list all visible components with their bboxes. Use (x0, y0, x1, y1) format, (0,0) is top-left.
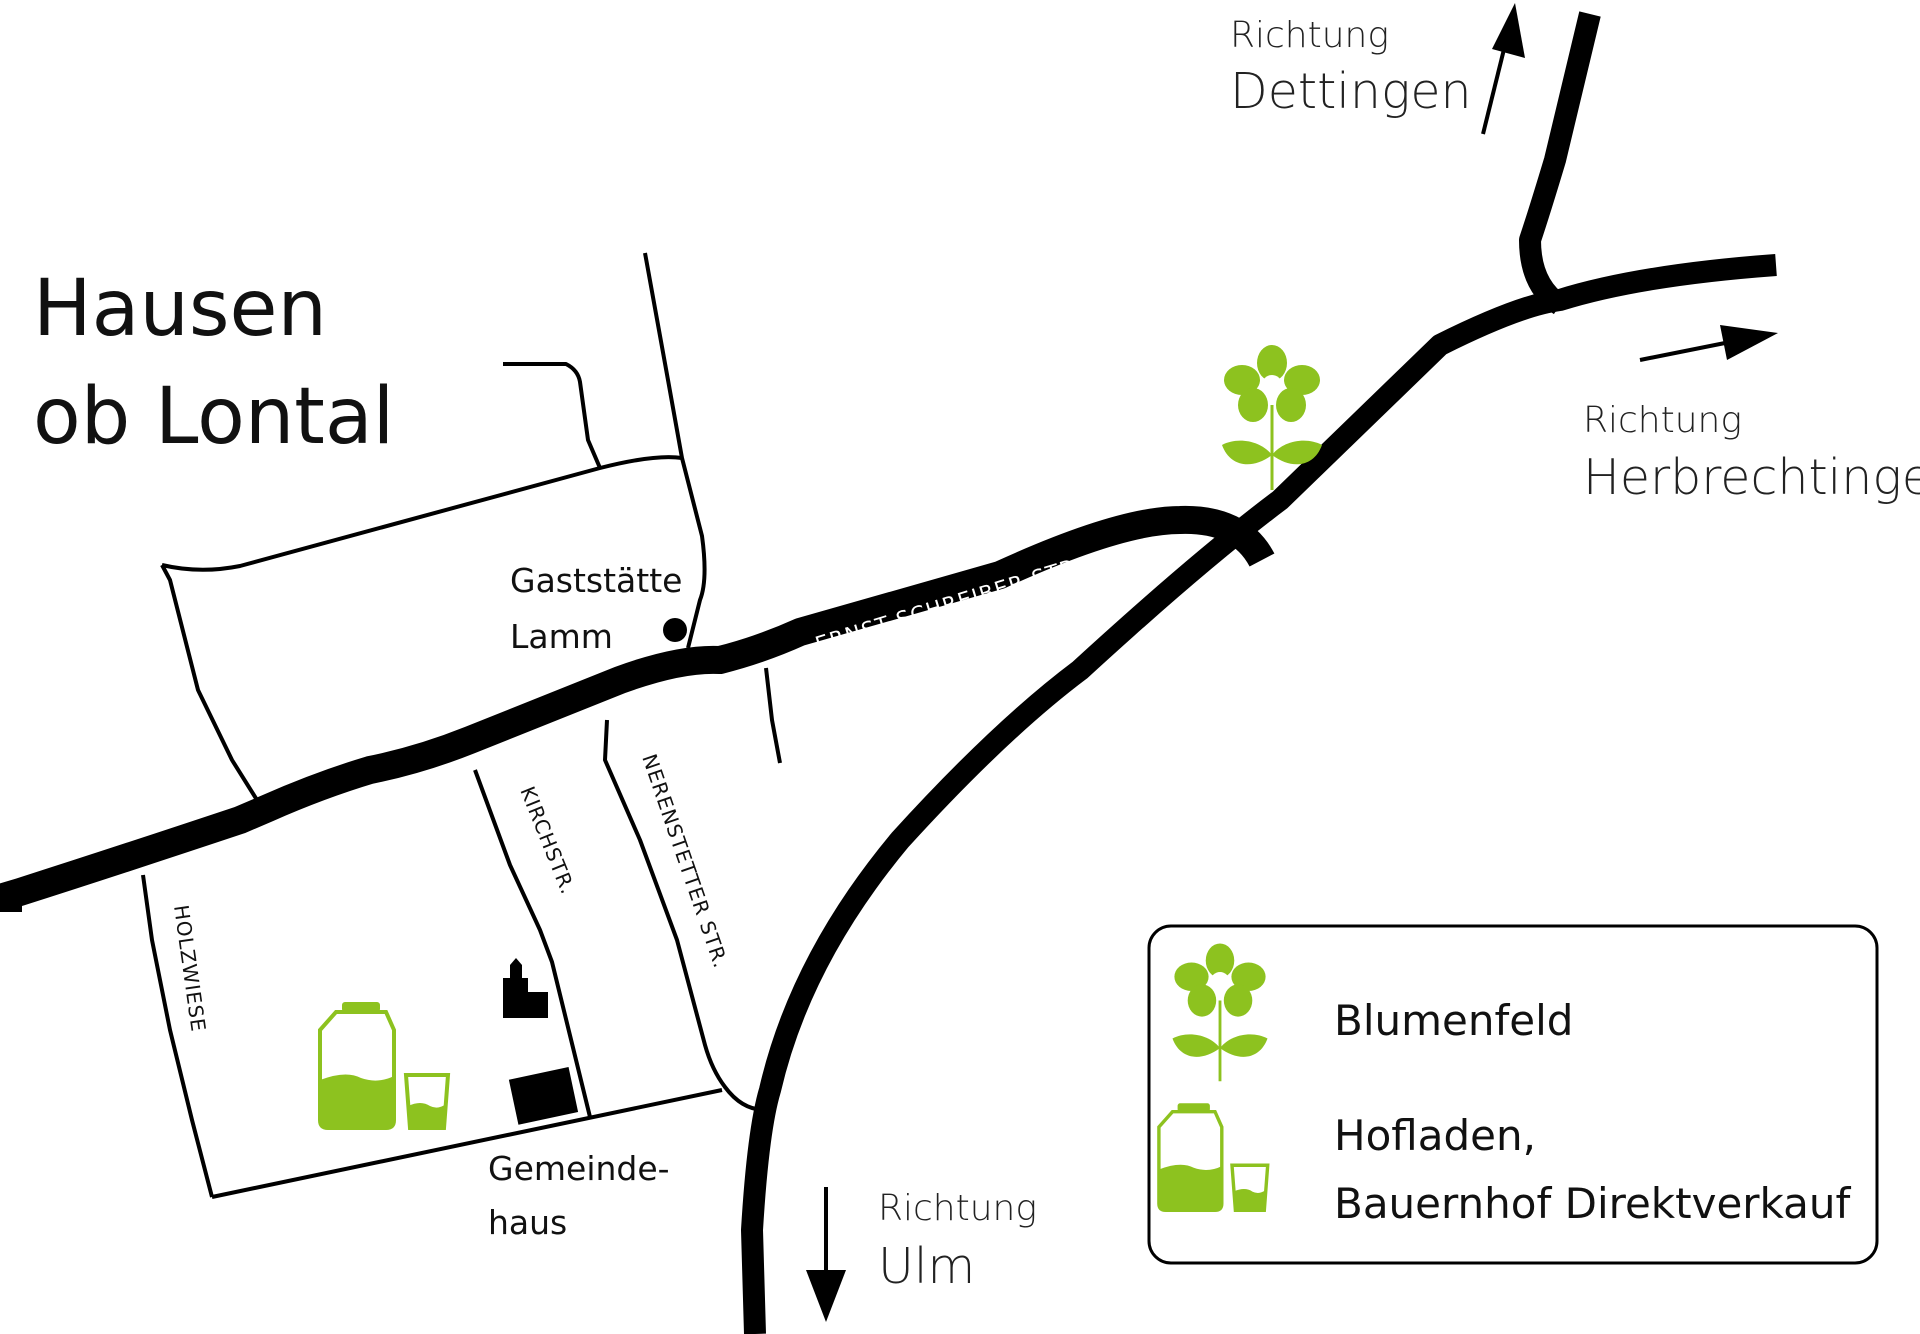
legend: Blumenfeld Hofladen, Bauernhof Direktver… (1147, 924, 1879, 1265)
map-title-line1: Hausen (33, 264, 327, 354)
street-label-kirchstr: KIRCHSTR. (515, 783, 580, 898)
dettingen-road (1519, 11, 1601, 315)
kirchstr-road (473, 769, 592, 1118)
ernst-schreiber-strasse (0, 505, 1275, 912)
location-dot-icon (663, 618, 687, 642)
street-label-nerenstetter: NERENSTETTER STR. (637, 751, 733, 972)
upper-left-road (160, 564, 264, 810)
legend-box (1147, 924, 1879, 1265)
north-branch-road (643, 252, 707, 649)
arrow-up-icon (1481, 3, 1525, 135)
street-label-holzwiese: HOLZWIESE (169, 903, 211, 1033)
south-spur-road (764, 667, 782, 764)
minor-roads (141, 252, 782, 1199)
gaststaette-label-line1: Gaststätte (510, 561, 682, 600)
gemeindehaus-label-line1: Gemeinde- (488, 1149, 670, 1188)
direction-herbrechtingen-prefix: Richtung (1583, 400, 1742, 441)
gemeindehaus-label-line2: haus (488, 1203, 567, 1242)
direction-ulm-place: Ulm (878, 1238, 975, 1295)
gaststaette-label-line2: Lamm (510, 617, 613, 656)
holzwiese-road (141, 874, 214, 1198)
main-street-west-end (0, 878, 22, 912)
arrow-right-icon (1639, 325, 1778, 362)
major-roads (741, 11, 1777, 1334)
direction-ulm-prefix: Richtung (878, 1188, 1037, 1229)
direction-dettingen-prefix: Richtung (1230, 15, 1389, 56)
short-top-road (503, 362, 602, 469)
legend-hofladen-line1: Hofladen, (1334, 1111, 1536, 1160)
milk-bottle-glass-icon (318, 1000, 450, 1130)
bottom-road (211, 1088, 723, 1199)
direction-dettingen-place: Dettingen (1230, 63, 1472, 120)
map-title-line2: ob Lontal (33, 372, 394, 462)
church-icon (503, 958, 548, 1018)
legend-hofladen-line2: Bauernhof Direktverkauf (1334, 1179, 1851, 1228)
nerenstetter-road (603, 719, 766, 1112)
arrow-down-icon (806, 1187, 846, 1322)
legend-blumenfeld: Blumenfeld (1334, 996, 1573, 1045)
building-icon (508, 1067, 579, 1125)
direction-herbrechtingen-place: Herbrechtingen (1583, 449, 1920, 506)
upper-loop-road (161, 455, 683, 572)
